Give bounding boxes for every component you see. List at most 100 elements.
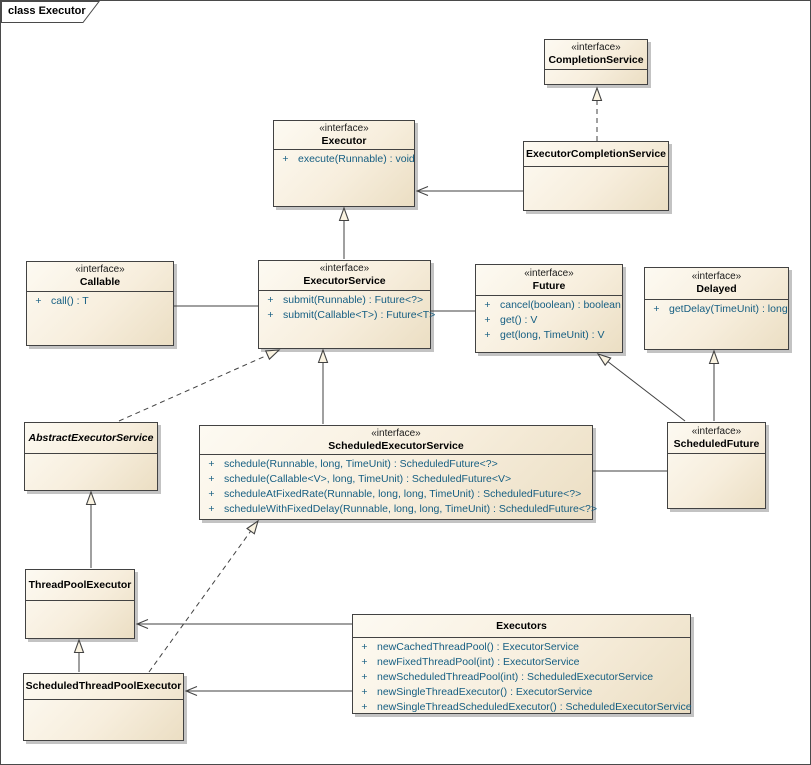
class-box-executorservice[interactable]: «interface» ExecutorService + submit(Run… [258, 260, 435, 349]
class-box-future[interactable]: «interface» Future + cancel(boolean) : b… [475, 264, 623, 353]
method-signature: newScheduledThreadPool(int) : ScheduledE… [377, 671, 654, 683]
method-row: + get() : V [476, 313, 622, 328]
method-row: + submit(Runnable) : Future<?> [259, 293, 430, 308]
class-box-executor[interactable]: «interface» Executor + execute(Runnable)… [273, 120, 415, 207]
method-visibility: + [484, 329, 491, 341]
class-box-executors[interactable]: Executors + newCachedThreadPool() : Exec… [352, 614, 692, 715]
class-header: «interface» Future [476, 265, 622, 296]
class-box-callable[interactable]: «interface» Callable + call() : T [26, 261, 174, 346]
class-body: + call() : T [27, 292, 173, 309]
class-name: AbstractExecutorService [28, 431, 154, 444]
method-signature: scheduleWithFixedDelay(Runnable, long, l… [224, 503, 597, 515]
method-signature: get() : V [500, 314, 538, 326]
method-visibility: + [208, 503, 215, 515]
method-visibility: + [208, 488, 215, 500]
realization-abstractexecutorservice-executorservice[interactable] [118, 349, 281, 422]
method-row: + newSingleThreadScheduledExecutor() : S… [353, 700, 692, 715]
method-signature: submit(Runnable) : Future<?> [283, 294, 424, 306]
method-signature: newFixedThreadPool(int) : ExecutorServic… [377, 656, 580, 668]
class-header: «interface» ScheduledExecutorService [200, 426, 592, 455]
class-header: «interface» Delayed [645, 268, 788, 300]
class-body: + newCachedThreadPool() : ExecutorServic… [353, 638, 692, 715]
class-box-executorcompletionservice[interactable]: ExecutorCompletionService [523, 141, 669, 211]
class-box-scheduledthreadpoolexecutor[interactable]: ScheduledThreadPoolExecutor [23, 673, 184, 741]
method-visibility: + [282, 153, 289, 165]
method-row: + getDelay(TimeUnit) : long [645, 302, 788, 317]
method-row: + scheduleAtFixedRate(Runnable, long, lo… [200, 487, 592, 502]
method-signature: call() : T [51, 295, 89, 307]
class-header: «interface» Callable [27, 262, 173, 292]
method-visibility: + [35, 295, 42, 307]
class-box-delayed[interactable]: «interface» Delayed + getDelay(TimeUnit)… [644, 267, 789, 350]
class-header: ThreadPoolExecutor [26, 570, 134, 601]
method-visibility: + [361, 701, 368, 713]
class-body: + cancel(boolean) : boolean + get() : V … [476, 296, 622, 343]
method-row: + scheduleWithFixedDelay(Runnable, long,… [200, 502, 597, 517]
method-visibility: + [484, 314, 491, 326]
method-signature: get(long, TimeUnit) : V [500, 329, 605, 341]
method-row: + submit(Callable<T>) : Future<T> [259, 308, 435, 323]
class-name: ScheduledExecutorService [328, 439, 464, 452]
class-name: ThreadPoolExecutor [28, 578, 132, 591]
method-signature: newSingleThreadExecutor() : ExecutorServ… [377, 686, 593, 698]
class-name: Future [532, 279, 566, 292]
class-name: Executors [496, 619, 547, 632]
class-box-scheduledfuture[interactable]: «interface» ScheduledFuture [667, 422, 766, 509]
class-body: + getDelay(TimeUnit) : long [645, 300, 788, 317]
method-visibility: + [484, 299, 491, 311]
class-body [24, 700, 183, 702]
class-box-abstractexecutorservice[interactable]: AbstractExecutorService [24, 422, 158, 491]
stereotype-label: «interface» [571, 42, 621, 53]
method-signature: schedule(Callable<V>, long, TimeUnit) : … [224, 473, 512, 485]
class-body: + schedule(Runnable, long, TimeUnit) : S… [200, 455, 597, 517]
class-name: CompletionService [548, 54, 644, 66]
class-name: Executor [321, 134, 367, 147]
method-signature: getDelay(TimeUnit) : long [669, 303, 788, 315]
stereotype-label: «interface» [371, 427, 421, 439]
method-row: + get(long, TimeUnit) : V [476, 328, 622, 343]
class-header: «interface» Executor [274, 121, 414, 150]
class-box-threadpoolexecutor[interactable]: ThreadPoolExecutor [25, 569, 135, 639]
realization-scheduledthreadpoolexecutor-scheduledexecutorservice[interactable] [148, 519, 259, 673]
method-row: + execute(Runnable) : void [274, 152, 414, 167]
class-body [26, 601, 134, 603]
method-signature: execute(Runnable) : void [298, 153, 415, 165]
class-body [545, 70, 647, 72]
class-name: Delayed [696, 283, 737, 295]
method-visibility: + [361, 656, 368, 668]
method-signature: newSingleThreadScheduledExecutor() : Sch… [377, 701, 692, 713]
method-visibility: + [208, 473, 215, 485]
method-row: + newScheduledThreadPool(int) : Schedule… [353, 670, 690, 685]
generalization-scheduledfuture-future[interactable] [596, 353, 686, 422]
method-row: + cancel(boolean) : boolean [476, 298, 622, 313]
class-name: ExecutorCompletionService [525, 147, 667, 160]
method-signature: cancel(boolean) : boolean [500, 299, 621, 311]
method-visibility: + [267, 294, 274, 306]
class-body: + submit(Runnable) : Future<?> + submit(… [259, 291, 435, 323]
method-visibility: + [653, 303, 660, 315]
stereotype-label: «interface» [691, 271, 742, 282]
method-row: + newCachedThreadPool() : ExecutorServic… [353, 640, 690, 655]
method-row: + call() : T [27, 294, 173, 309]
class-header: Executors [353, 615, 690, 638]
stereotype-label: «interface» [319, 122, 369, 134]
class-box-completionservice[interactable]: «interface» CompletionService [544, 39, 648, 85]
method-visibility: + [361, 641, 368, 653]
diagram-frame-title: class Executor [8, 5, 86, 17]
stereotype-label: «interface» [75, 264, 125, 275]
stereotype-label: «interface» [691, 425, 742, 437]
method-row: + schedule(Callable<V>, long, TimeUnit) … [200, 472, 592, 487]
class-header: «interface» ExecutorService [259, 261, 430, 291]
method-visibility: + [361, 671, 368, 683]
class-header: «interface» ScheduledFuture [668, 423, 765, 454]
method-row: + newFixedThreadPool(int) : ExecutorServ… [353, 655, 690, 670]
method-row: + schedule(Runnable, long, TimeUnit) : S… [200, 457, 592, 472]
class-body [668, 454, 765, 456]
method-signature: schedule(Runnable, long, TimeUnit) : Sch… [224, 458, 498, 470]
class-box-scheduledexecutorservice[interactable]: «interface» ScheduledExecutorService + s… [199, 425, 597, 520]
class-header: AbstractExecutorService [25, 423, 157, 454]
class-body [524, 167, 668, 169]
method-signature: submit(Callable<T>) : Future<T> [283, 309, 436, 321]
stereotype-label: «interface» [524, 267, 574, 279]
